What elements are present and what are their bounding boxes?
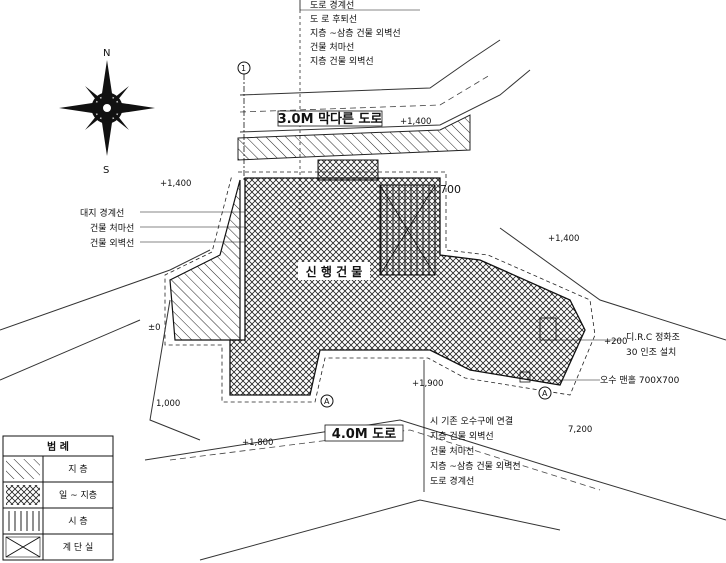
- bottom-leader-group: 시 기존 오수구에 연결 지층 건물 외벽선 건물 처마선 지층 ~삼층 건물 …: [423, 360, 521, 492]
- legend-swatch-1: [6, 459, 40, 479]
- legend-swatch-4: [5, 536, 41, 558]
- dimension-700: 700: [440, 183, 461, 196]
- road-centerlines: [169, 74, 601, 491]
- legend-item-1: 지 층: [68, 464, 87, 475]
- svg-text:+1,900: +1,900: [412, 379, 443, 389]
- building-label: 신 행 건 물: [306, 264, 363, 279]
- bottom-label-3: 건물 처마선: [430, 445, 474, 457]
- bottom-label-5: 도로 경계선: [430, 475, 474, 487]
- bottom-label-4: 지층 ~삼층 건물 외벽선: [430, 460, 521, 472]
- svg-text:7,200: 7,200: [568, 425, 592, 435]
- right-label-3: 오수 맨홀 700X700: [600, 374, 680, 386]
- compass-north: N: [103, 48, 110, 59]
- svg-text:+1,400: +1,400: [160, 179, 191, 189]
- legend-item-3: 시 층: [68, 516, 87, 527]
- north-road-label: 3.0M 막다른 도로: [278, 111, 383, 127]
- svg-text:±0: ±0: [148, 323, 161, 333]
- svg-text:+200: +200: [604, 337, 627, 347]
- svg-text:1: 1: [241, 64, 246, 73]
- right-leader-group: 디.R.C 정화조 30 인조 설치 오수 맨홀 700X700: [519, 317, 680, 386]
- stair-cross: [379, 184, 436, 276]
- right-label-1: 디.R.C 정화조: [626, 332, 680, 343]
- legend-swatch-3: [6, 511, 40, 531]
- west-wing: [169, 179, 241, 341]
- compass-icon: [59, 60, 155, 156]
- top-label-3: 지층 ~삼층 건물 외벽선: [310, 27, 401, 39]
- svg-text:+1,800: +1,800: [242, 438, 273, 448]
- legend-swatch-2: [6, 485, 40, 505]
- south-road-label-bg: [324, 424, 404, 442]
- top-label-4: 건물 처마선: [310, 41, 354, 53]
- elevation-labels: +1,400 +1,400 +1,400 ±0 1,000 +1,900 +1,…: [148, 117, 627, 448]
- top-label-1: 도로 경계선: [310, 0, 354, 11]
- top-label-2: 도 로 후퇴선: [310, 14, 357, 25]
- north-road-label-bg: [277, 110, 383, 127]
- top-leader-group: 도로 경계선 도 로 후퇴선 지층 ~삼층 건물 외벽선 건물 처마선 지층 건…: [299, 0, 420, 67]
- compass-south: S: [103, 165, 109, 176]
- left-label-1: 대지 경계선: [80, 207, 124, 219]
- legend-item-2: 일 ~ 지층: [59, 490, 97, 501]
- svg-text:A: A: [324, 397, 330, 406]
- eave-line: [164, 171, 596, 403]
- building-label-bg: [298, 262, 370, 280]
- bottom-label-2: 지층 건물 외벽선: [430, 430, 494, 442]
- svg-text:1,000: 1,000: [156, 399, 180, 409]
- top-label-5: 지층 건물 외벽선: [310, 55, 374, 67]
- svg-text:A: A: [542, 389, 548, 398]
- svg-text:+1,400: +1,400: [548, 234, 579, 244]
- legend: 범 례 지 층 일 ~ 지층 시 층 계 단 실: [2, 435, 114, 561]
- legend-title: 범 례: [47, 440, 69, 453]
- section-mark-a1: A: [320, 394, 334, 408]
- svg-text:+1,400: +1,400: [400, 117, 431, 127]
- legend-item-4: 계 단 실: [63, 541, 94, 553]
- top-notch: [317, 159, 379, 181]
- bottom-label-1: 시 기존 오수구에 연결: [430, 416, 513, 427]
- left-label-2: 건물 처마선: [90, 222, 134, 234]
- section-mark-a2: A: [538, 386, 552, 400]
- south-road-label: 4.0M 도로: [332, 427, 396, 442]
- right-label-2: 30 인조 설치: [626, 346, 676, 358]
- left-label-3: 건물 외벽선: [90, 237, 134, 249]
- left-leader-group: 대지 경계선 건물 처마선 건물 외벽선: [80, 207, 245, 249]
- section-mark-top: 1: [237, 61, 251, 180]
- north-road-hatch: [237, 114, 471, 161]
- main-building: [229, 177, 586, 396]
